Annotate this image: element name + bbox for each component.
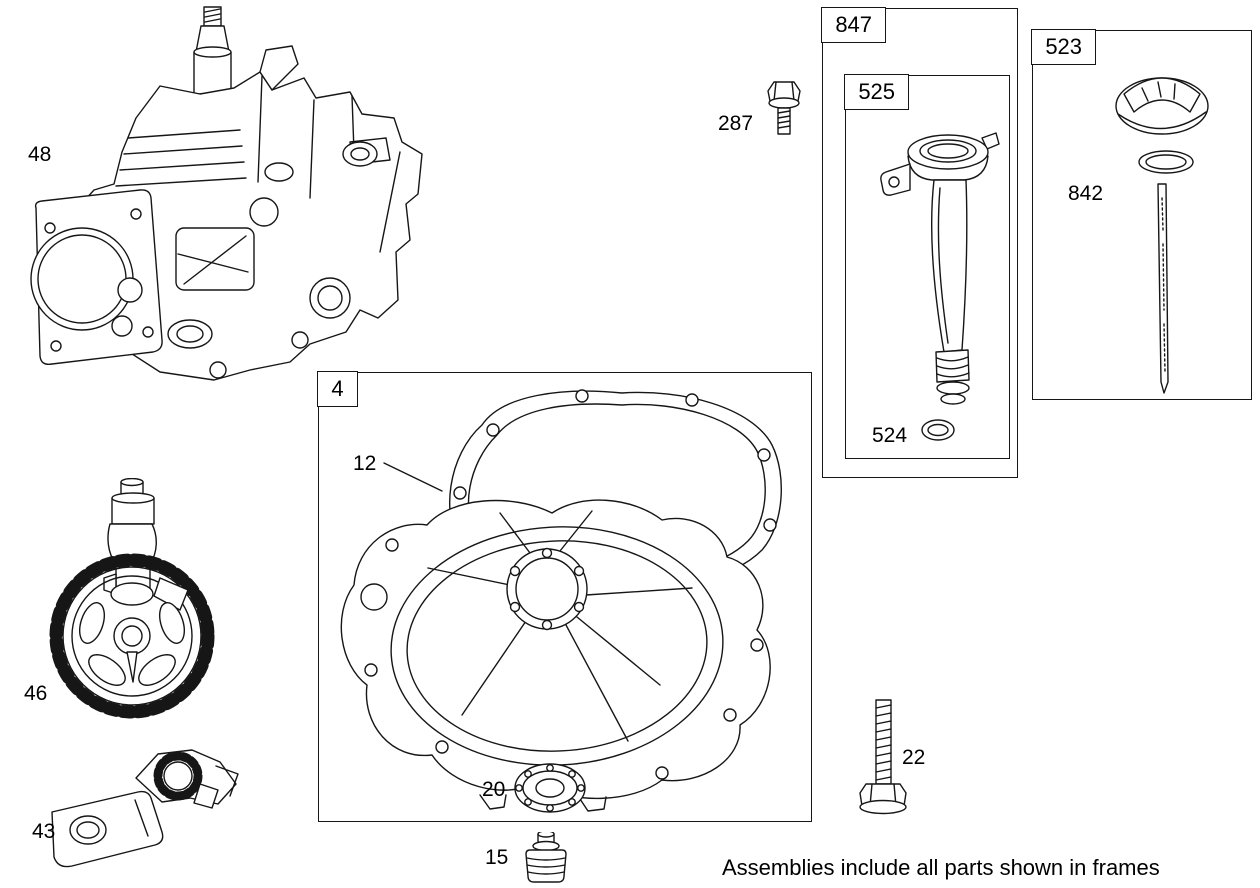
frame-847: 847 (821, 7, 1018, 478)
frame-847-label: 847 (821, 7, 887, 44)
frame-523-label: 523 (1031, 29, 1097, 66)
o-ring-842-drawing (1138, 150, 1194, 174)
callout-43: 43 (32, 820, 56, 843)
camshaft-drawing (49, 478, 215, 719)
callout-15: 15 (485, 846, 509, 869)
frame-4-label: 4 (317, 371, 358, 408)
frame-523: 523 (1031, 29, 1252, 400)
callout-46: 46 (24, 682, 48, 705)
callout-842: 842 (1068, 182, 1104, 205)
oil-pump-drawing (51, 749, 239, 868)
frame-525-label: 525 (844, 74, 910, 111)
frame-525: 525 (844, 74, 1010, 459)
assemblies-note: Assemblies include all parts shown in fr… (722, 855, 1160, 880)
frame-4: 4 (317, 371, 812, 822)
callout-20: 20 (482, 778, 506, 801)
callout-12: 12 (353, 452, 377, 475)
oil-seal-drawing (514, 763, 586, 813)
sump-assembly-drawing (340, 389, 782, 812)
cylinder-crankcase-drawing (30, 6, 423, 381)
dipstick-blade-drawing (1157, 183, 1169, 394)
callout-287: 287 (718, 112, 754, 135)
callout-22: 22 (902, 746, 926, 769)
leader-line-12 (383, 462, 443, 492)
drain-plug-drawing (525, 832, 567, 883)
callout-524: 524 (872, 424, 908, 447)
dipstick-assembly-drawing (1115, 77, 1209, 394)
dipstick-cap-drawing (1115, 77, 1209, 135)
sump-body-drawing (340, 499, 771, 812)
callout-48: 48 (28, 143, 52, 166)
o-ring-524-drawing (921, 419, 955, 441)
sump-bolt-drawing (859, 699, 907, 815)
oil-fill-tube-drawing (880, 132, 1000, 441)
bolt-287-drawing (767, 81, 801, 135)
